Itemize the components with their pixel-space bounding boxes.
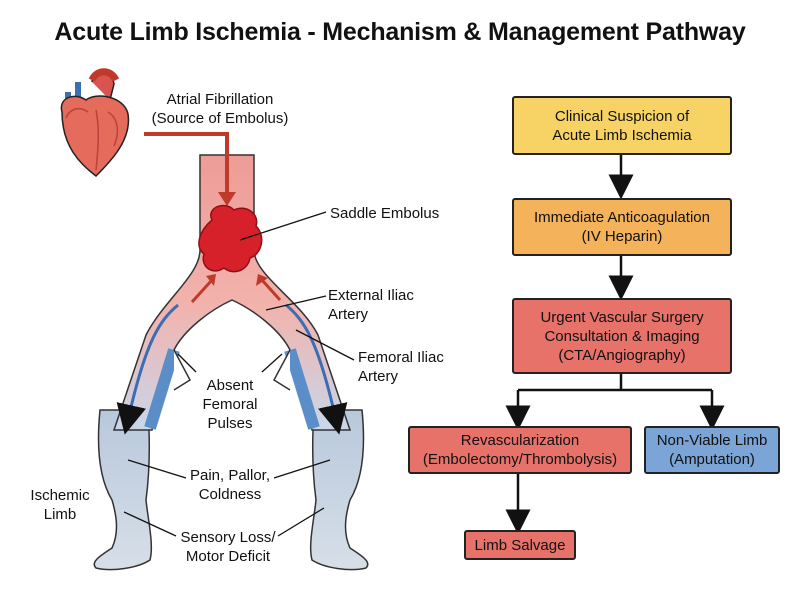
- af-label: Atrial Fibrillation (Source of Embolus): [151, 91, 289, 127]
- non-viable-limb-box: Non-Viable Limb (Amputation): [644, 426, 780, 474]
- embolus-arrowhead: [218, 192, 236, 206]
- diagram-title: Acute Limb Ischemia - Mechanism & Manage…: [54, 18, 746, 46]
- flow-connectors: [505, 155, 725, 535]
- revascularization-box: Revascularization (Embolectomy/Thromboly…: [408, 426, 632, 474]
- clinical-suspicion-box: Clinical Suspicion of Acute Limb Ischemi…: [512, 96, 732, 155]
- right-flow-arrowhead: [256, 274, 268, 286]
- right-flow-arrow: [260, 278, 282, 302]
- vascular-surgery-box: Urgent Vascular Surgery Consultation & I…: [512, 298, 732, 374]
- embolus-path-arrow: [144, 132, 229, 196]
- femoral-iliac-label: Femoral Iliac Artery: [358, 349, 444, 385]
- absent-pulses-label: Absent Femoral Pulses: [202, 377, 258, 432]
- external-iliac-label: External Iliac Artery: [328, 287, 414, 323]
- left-flow-arrowhead: [206, 274, 216, 286]
- artery-tree: [112, 154, 352, 435]
- left-flow-arrow: [190, 278, 214, 304]
- ischemic-limbs: [93, 409, 369, 571]
- pain-pallor-label: Pain, Pallor, Coldness: [189, 467, 271, 503]
- ischemic-limb-label: Ischemic Limb: [30, 487, 90, 523]
- heart-icon: [60, 68, 130, 177]
- sensory-loss-label: Sensory Loss/ Motor Deficit: [180, 529, 276, 565]
- anticoagulation-box: Immediate Anticoagulation (IV Heparin): [512, 198, 732, 256]
- saddle-embolus: [198, 204, 263, 273]
- leader-lines: [123, 211, 355, 537]
- limb-salvage-box: Limb Salvage: [464, 530, 576, 560]
- saddle-embolus-label: Saddle Embolus: [330, 205, 440, 222]
